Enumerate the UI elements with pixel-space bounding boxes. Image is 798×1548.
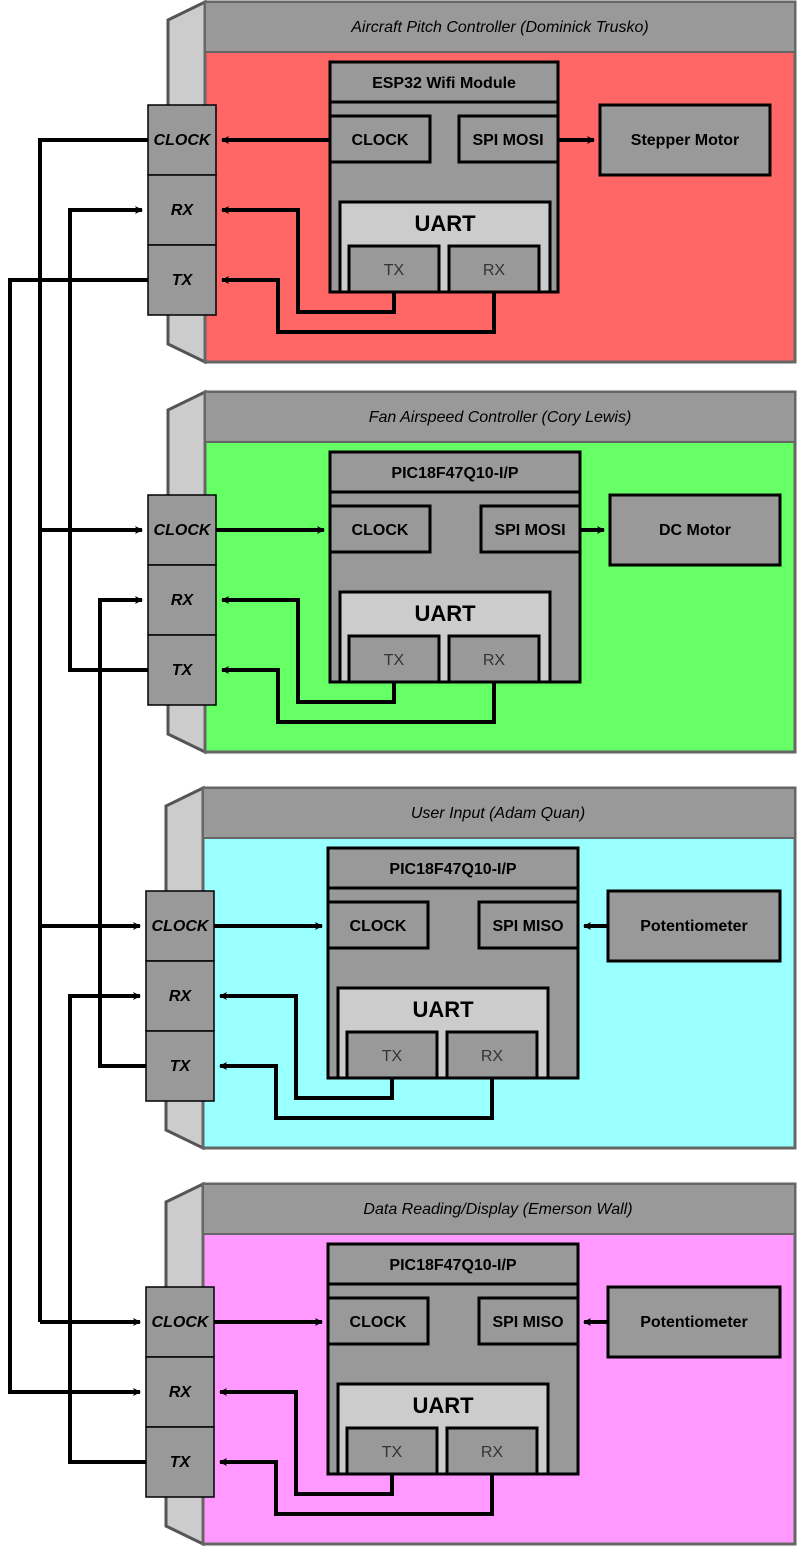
module-title: User Input (Adam Quan) bbox=[411, 805, 585, 822]
module-aircraft-pitch-controller: Aircraft Pitch Controller (Dominick Trus… bbox=[147, 0, 797, 365]
external-bus-wiring bbox=[8, 138, 148, 1464]
uart-m4-tx-to-m3-rx bbox=[68, 992, 146, 1464]
spi-pin-label: SPI MISO bbox=[492, 918, 563, 935]
uart-label: UART bbox=[414, 211, 476, 236]
port-rx bbox=[147, 174, 217, 246]
external-device bbox=[608, 493, 782, 567]
uart-tx-pin bbox=[347, 244, 441, 294]
wire-uart-tx-to-rx-port bbox=[219, 992, 394, 1100]
clock-pin-box bbox=[326, 1296, 430, 1346]
uart-tx-label: TX bbox=[384, 652, 405, 669]
external-device bbox=[598, 103, 772, 177]
external-device-label: Potentiometer bbox=[640, 918, 748, 935]
clock-pin-label: CLOCK bbox=[352, 132, 409, 149]
port-rx bbox=[145, 1356, 215, 1428]
port-tx-label: TX bbox=[170, 1454, 192, 1471]
port-tx-label: TX bbox=[172, 662, 194, 679]
wire-uart-tx-to-rx-port bbox=[221, 596, 396, 704]
module-data-reading-display: Data Reading/Display (Emerson Wall) PIC1… bbox=[145, 1181, 797, 1547]
port-rx-label: RX bbox=[169, 988, 193, 1005]
wire-uart-tx-to-rx-port bbox=[219, 1388, 394, 1496]
port-rx-label: RX bbox=[169, 1384, 193, 1401]
chip-name: ESP32 Wifi Module bbox=[372, 75, 516, 92]
spi-pin-label: SPI MOSI bbox=[494, 522, 565, 539]
port-tx bbox=[145, 1426, 215, 1498]
spi-pin-label: SPI MOSI bbox=[472, 132, 543, 149]
uart-rx-label: RX bbox=[483, 262, 506, 279]
port-rx-label: RX bbox=[171, 202, 195, 219]
port-tx bbox=[147, 244, 217, 316]
external-device-label: DC Motor bbox=[659, 522, 731, 539]
module-title-bar bbox=[202, 1183, 796, 1235]
clock-pin-label: CLOCK bbox=[352, 522, 409, 539]
module-title-bar bbox=[204, 1, 796, 53]
uart-rx-label: RX bbox=[483, 652, 506, 669]
spi-pin-box bbox=[477, 1296, 580, 1346]
module-user-input: User Input (Adam Quan) PIC18F47Q10-I/P C… bbox=[145, 785, 797, 1151]
wire-uart-rx-to-tx-port bbox=[219, 1458, 494, 1516]
port-clock-label: CLOCK bbox=[152, 1314, 210, 1331]
clock-pin-box bbox=[326, 900, 430, 950]
uart-rx-label: RX bbox=[481, 1048, 504, 1065]
uart-tx-label: TX bbox=[384, 262, 405, 279]
uart-label: UART bbox=[412, 997, 474, 1022]
port-clock bbox=[145, 890, 215, 962]
spi-pin-box bbox=[477, 900, 580, 950]
module-title-bar bbox=[204, 391, 796, 443]
port-rx bbox=[145, 960, 215, 1032]
port-tx bbox=[145, 1030, 215, 1102]
clock-bus-line bbox=[38, 138, 148, 1322]
module-title: Fan Airspeed Controller (Cory Lewis) bbox=[369, 409, 632, 426]
uart-tx-label: TX bbox=[382, 1048, 403, 1065]
port-clock bbox=[147, 494, 217, 566]
module-title: Aircraft Pitch Controller (Dominick Trus… bbox=[350, 19, 649, 36]
chip-name: PIC18F47Q10-I/P bbox=[389, 1257, 517, 1274]
wire-uart-tx-to-rx-port bbox=[221, 206, 396, 314]
wire-uart-rx-to-tx-port bbox=[221, 276, 496, 334]
module-fan-airspeed-controller: Fan Airspeed Controller (Cory Lewis) PIC… bbox=[147, 389, 797, 755]
spi-pin-label: SPI MISO bbox=[492, 1314, 563, 1331]
external-device-label: Potentiometer bbox=[640, 1314, 748, 1331]
port-tx-label: TX bbox=[170, 1058, 192, 1075]
uart-m3-tx-to-m2-rx bbox=[98, 596, 146, 1068]
uart-rx-label: RX bbox=[481, 1444, 504, 1461]
uart-label: UART bbox=[412, 1393, 474, 1418]
uart-label: UART bbox=[414, 601, 476, 626]
uart-tx-pin bbox=[345, 1426, 439, 1476]
uart-rx-pin bbox=[447, 244, 541, 294]
uart-m2-tx-to-m1-rx bbox=[68, 206, 148, 672]
clock-pin-label: CLOCK bbox=[350, 1314, 407, 1331]
port-clock-label: CLOCK bbox=[154, 522, 212, 539]
wire-uart-rx-to-tx-port bbox=[221, 666, 496, 724]
port-clock-label: CLOCK bbox=[154, 132, 212, 149]
uart-rx-pin bbox=[445, 1426, 539, 1476]
port-tx bbox=[147, 634, 217, 706]
uart-m1-tx-to-m4-rx bbox=[8, 278, 148, 1396]
module-title-bar bbox=[202, 787, 796, 839]
chip-name: PIC18F47Q10-I/P bbox=[391, 465, 519, 482]
external-device-label: Stepper Motor bbox=[631, 132, 739, 149]
clock-pin-box bbox=[328, 504, 432, 554]
port-rx-label: RX bbox=[171, 592, 195, 609]
module-title: Data Reading/Display (Emerson Wall) bbox=[363, 1201, 632, 1218]
clock-pin-label: CLOCK bbox=[350, 918, 407, 935]
uart-tx-label: TX bbox=[382, 1444, 403, 1461]
wire-uart-rx-to-tx-port bbox=[219, 1062, 494, 1120]
port-tx-label: TX bbox=[172, 272, 194, 289]
chip-name: PIC18F47Q10-I/P bbox=[389, 861, 517, 878]
port-clock-label: CLOCK bbox=[152, 918, 210, 935]
clock-pin-box bbox=[328, 114, 432, 164]
